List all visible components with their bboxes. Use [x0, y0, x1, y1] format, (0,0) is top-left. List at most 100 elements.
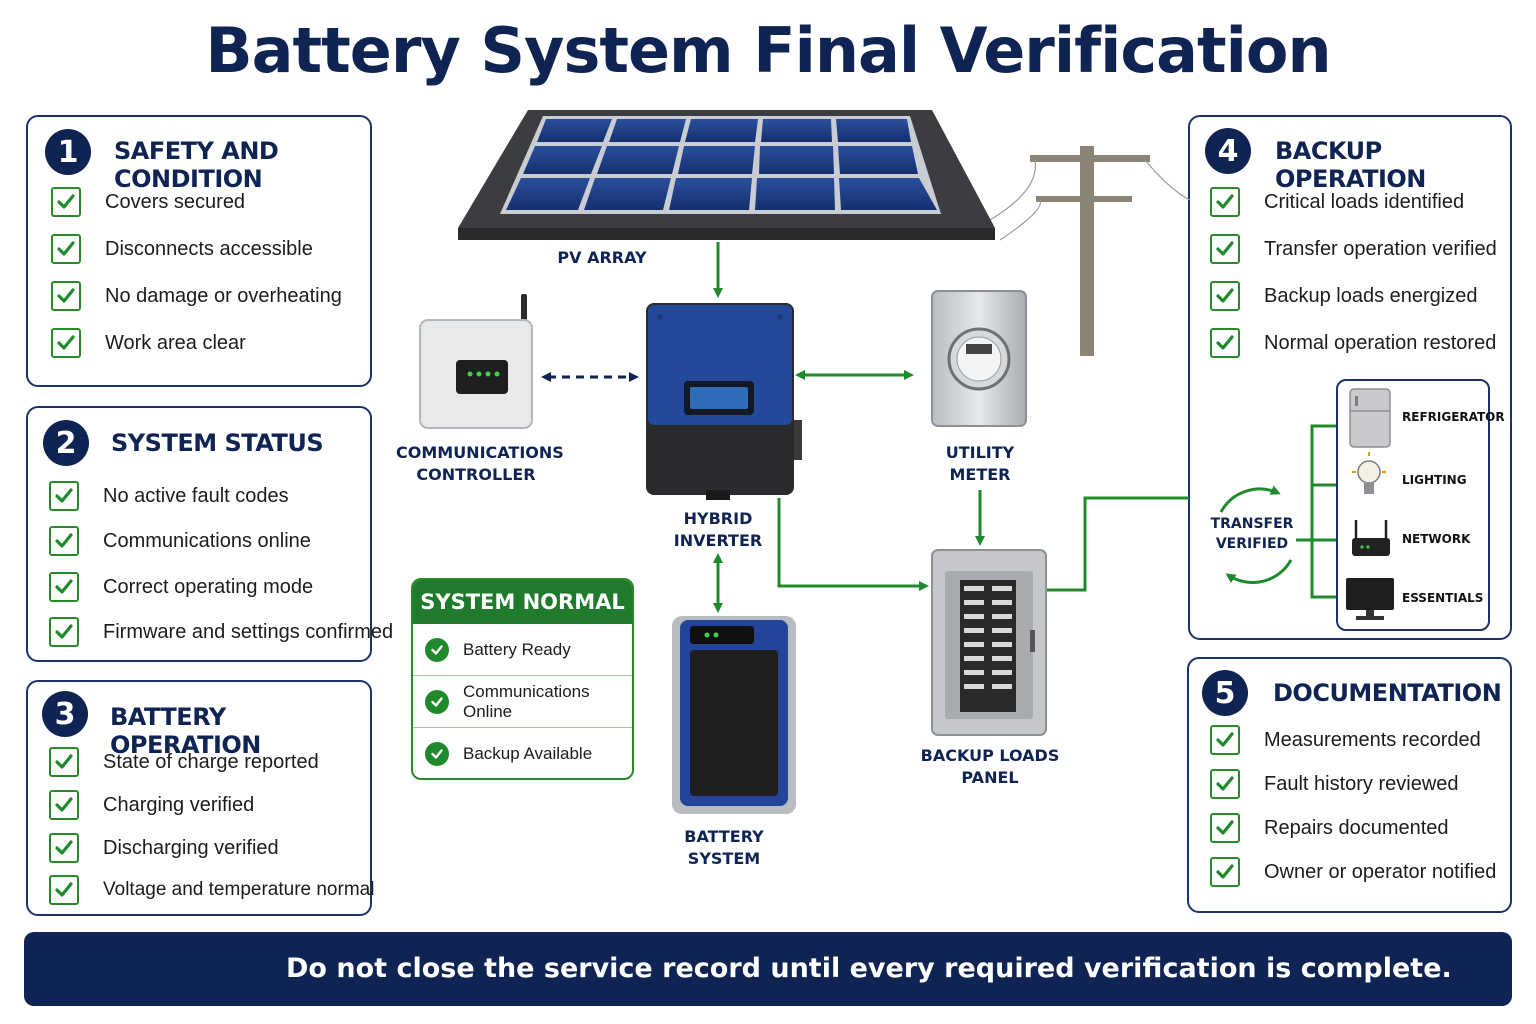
checklist-item-label: Firmware and settings confirmed	[103, 620, 394, 643]
checklist-item-label: Measurements recorded	[1264, 728, 1481, 751]
check-icon	[1210, 857, 1240, 887]
checklist-item-label: Transfer operation verified	[1264, 237, 1497, 260]
checklist-item-label: Repairs documented	[1264, 816, 1449, 839]
section-system-status: 2 SYSTEM STATUS No active fault codes Co…	[26, 406, 393, 662]
checklist-item-label: Charging verified	[103, 793, 255, 816]
section-safety-and-condition: 1 SAFETY AND CONDITION Covers secured Di…	[26, 115, 372, 387]
pv-array-label: PV ARRAY	[557, 248, 647, 267]
section-number: 1	[45, 129, 91, 175]
checklist-item[interactable]: Transfer operation verified	[1210, 234, 1497, 264]
checklist-item[interactable]: Firmware and settings confirmed	[49, 617, 393, 647]
breaker-panel-icon	[931, 549, 1047, 736]
checklist-item-label: No damage or overheating	[105, 284, 342, 307]
section-number: 3	[42, 691, 88, 737]
checklist-item-label: Backup loads energized	[1264, 284, 1478, 307]
load-lighting-label: LIGHTING	[1402, 473, 1467, 487]
checklist-item[interactable]: Work area clear	[51, 328, 246, 358]
status-label: Battery Ready	[463, 639, 571, 659]
checklist-item[interactable]: No damage or overheating	[51, 281, 342, 311]
check-circle-icon	[425, 742, 449, 766]
check-icon	[51, 281, 81, 311]
section-number: 2	[43, 420, 89, 466]
system-normal-panel: SYSTEM NORMAL Battery Ready Communicatio…	[411, 578, 634, 780]
check-icon	[49, 790, 79, 820]
check-icon	[51, 328, 81, 358]
battery-icon	[672, 616, 796, 814]
status-row: Communications Online	[413, 676, 632, 728]
checklist-item-label: Normal operation restored	[1264, 331, 1497, 354]
checklist-item[interactable]: Critical loads identified	[1210, 187, 1464, 217]
section-number: 4	[1205, 128, 1251, 174]
checklist-item[interactable]: Backup loads energized	[1210, 281, 1477, 311]
page-title: Battery System Final Verification	[205, 14, 1331, 87]
checklist-item-label: Communications online	[103, 529, 311, 552]
section-title: SAFETY AND CONDITION	[114, 137, 279, 193]
section-battery-operation: 3 BATTERY OPERATION State of charge repo…	[26, 680, 374, 916]
system-normal-title: SYSTEM NORMAL	[413, 580, 632, 624]
check-icon	[1210, 187, 1240, 217]
check-circle-icon	[425, 689, 449, 714]
checklist-item[interactable]: Fault history reviewed	[1210, 769, 1459, 799]
check-icon	[51, 234, 81, 264]
checklist-item-label: Critical loads identified	[1264, 190, 1465, 213]
check-icon	[49, 747, 79, 777]
checklist-item-label: State of charge reported	[103, 750, 319, 773]
section-title: BACKUP OPERATION	[1275, 137, 1426, 193]
status-label: Backup Available	[463, 744, 593, 763]
arrow-inverter-to-panel	[777, 498, 929, 591]
checklist-item[interactable]: Normal operation restored	[1210, 328, 1496, 358]
check-icon	[1210, 813, 1240, 843]
checklist-item[interactable]: Correct operating mode	[49, 572, 313, 602]
utility-meter-label: UTILITY METER	[945, 443, 1015, 484]
hybrid-inverter-label: HYBRID INVERTER	[673, 509, 763, 550]
status-row: Backup Available	[413, 728, 632, 778]
battery-system-label: BATTERY SYSTEM	[684, 827, 764, 868]
check-icon	[1210, 769, 1240, 799]
checklist-item[interactable]: Communications online	[49, 526, 311, 556]
section-number: 5	[1202, 670, 1248, 716]
checklist-item-label: Owner or operator notified	[1264, 860, 1497, 883]
status-label: Communications Online	[463, 681, 590, 721]
transfer-verified-label: TRANSFER VERIFIED	[1210, 516, 1294, 552]
checklist-item-label: Discharging verified	[103, 836, 279, 859]
section-title: DOCUMENTATION	[1273, 679, 1502, 707]
section-documentation: 5 DOCUMENTATION Measurements recorded Fa…	[1187, 657, 1512, 913]
load-network-label: NETWORK	[1402, 532, 1471, 546]
footer-text: Do not close the service record until ev…	[286, 953, 1452, 984]
checklist-item-label: Disconnects accessible	[105, 237, 313, 260]
checklist-item[interactable]: Repairs documented	[1210, 813, 1449, 843]
section-title: BATTERY OPERATION	[110, 703, 261, 759]
check-circle-icon	[425, 637, 449, 662]
load-essentials-label: ESSENTIALS	[1402, 591, 1484, 605]
check-icon	[49, 572, 79, 602]
utility-pole-icon	[989, 146, 1191, 356]
checklist-item[interactable]: Charging verified	[49, 790, 254, 820]
check-icon	[1210, 725, 1240, 755]
check-icon	[51, 187, 81, 217]
check-icon	[1210, 234, 1240, 264]
check-icon	[1210, 281, 1240, 311]
checklist-item-label: Covers secured	[105, 190, 246, 213]
checklist-item[interactable]: Measurements recorded	[1210, 725, 1481, 755]
checklist-item-label: Correct operating mode	[103, 575, 314, 598]
check-icon	[49, 875, 79, 905]
check-icon	[49, 526, 79, 556]
load-refrigerator-label: REFRIGERATOR	[1402, 410, 1505, 424]
checklist-item[interactable]: Covers secured	[51, 187, 245, 217]
section-title: SYSTEM STATUS	[111, 429, 324, 457]
checklist-item[interactable]: Discharging verified	[49, 833, 279, 863]
arrow-panel-to-backup	[1045, 496, 1189, 592]
router-icon	[419, 294, 533, 429]
checklist-item[interactable]: Disconnects accessible	[51, 234, 313, 264]
checklist-item-label: Fault history reviewed	[1264, 772, 1459, 795]
checklist-item[interactable]: Owner or operator notified	[1210, 857, 1496, 887]
inverter-icon	[646, 303, 802, 500]
checklist-item[interactable]: Voltage and temperature normal	[49, 875, 374, 905]
status-row: Battery Ready	[413, 624, 632, 676]
checklist-item[interactable]: State of charge reported	[49, 747, 319, 777]
solar-panel-icon	[458, 110, 995, 240]
check-icon	[1210, 328, 1240, 358]
checklist-item-label: No active fault codes	[103, 484, 289, 507]
footer-banner: Do not close the service record until ev…	[24, 932, 1512, 1006]
checklist-item[interactable]: No active fault codes	[49, 481, 289, 511]
